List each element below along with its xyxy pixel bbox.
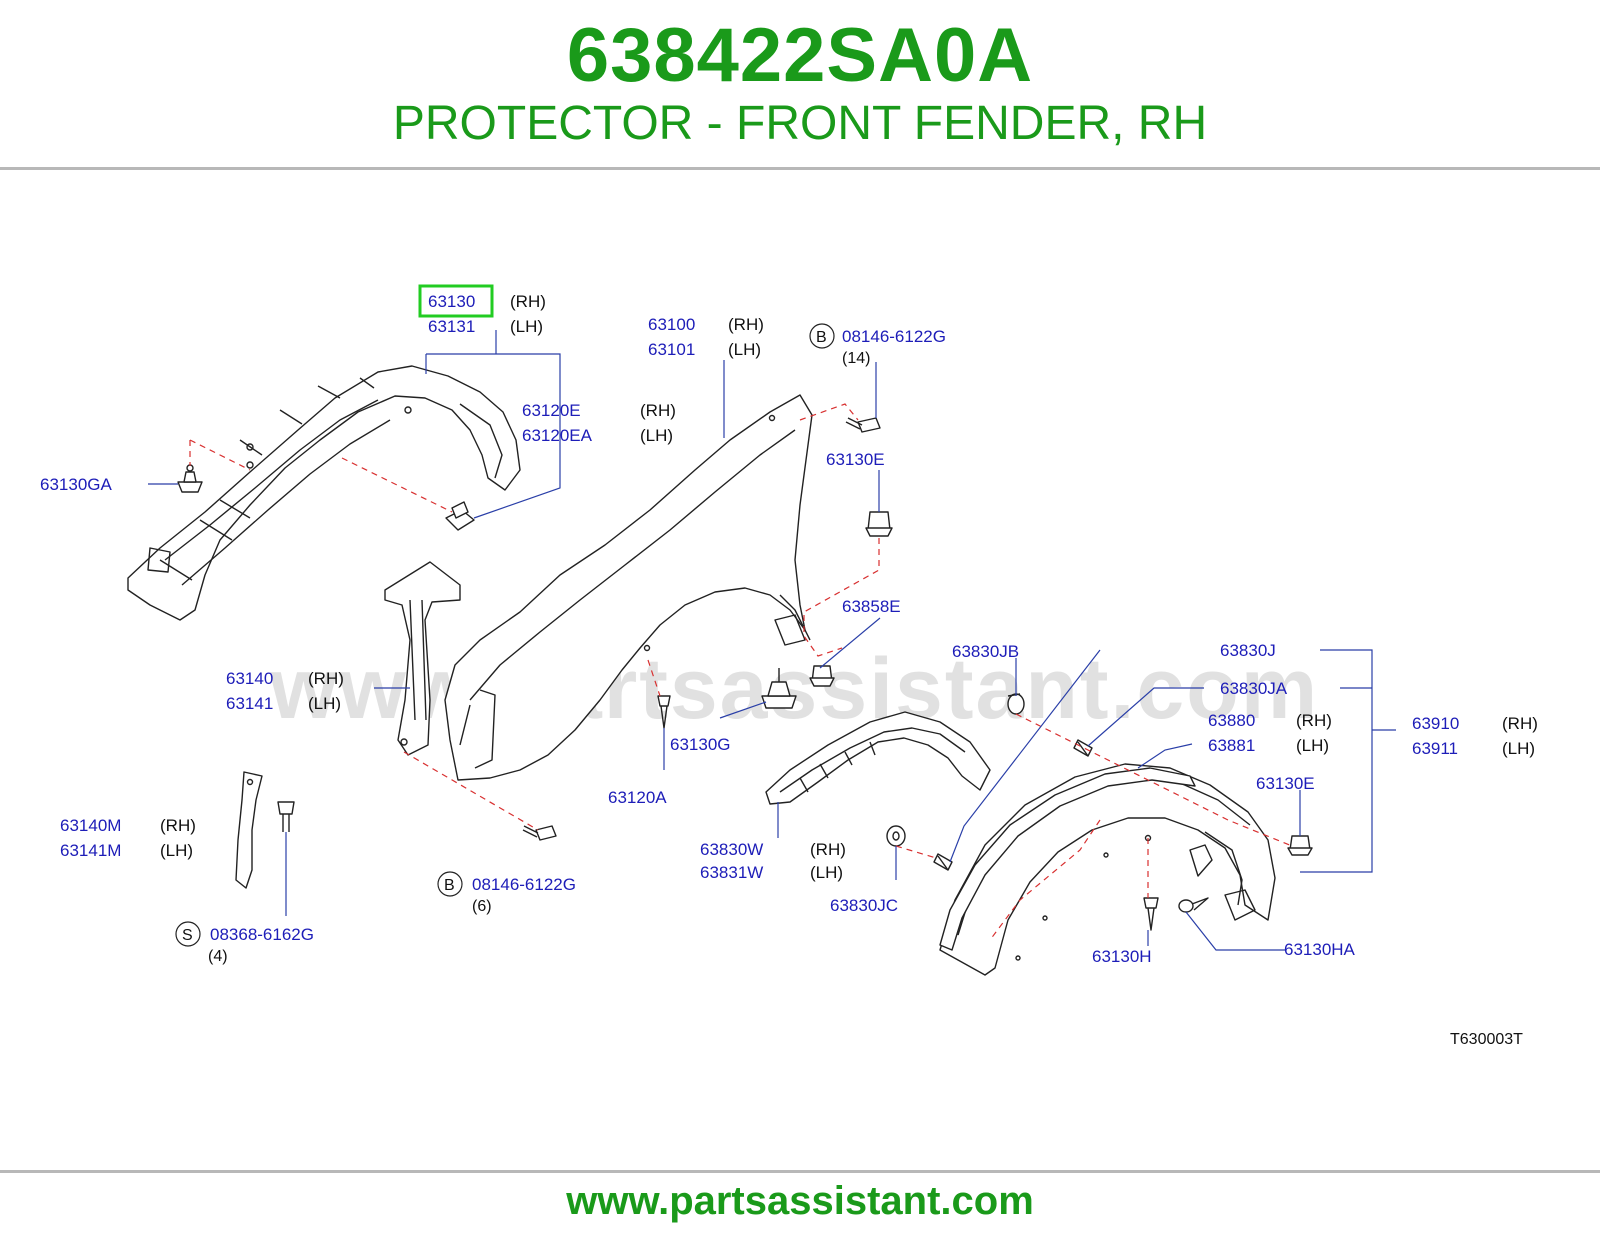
side-63130: (RH) (510, 292, 546, 311)
label-63130e-bottom[interactable]: 63130E (1256, 774, 1315, 793)
callout-mark-b-bottom: B (444, 877, 455, 894)
fender-bracket-part[interactable] (384, 561, 461, 756)
moulding-63830w-part[interactable] (765, 711, 991, 805)
side-63880: (RH) (1296, 711, 1332, 730)
side-63830w: (RH) (810, 840, 846, 859)
side-63100: (RH) (728, 315, 764, 334)
qty-08368: (4) (208, 948, 228, 965)
label-63130ha[interactable]: 63130HA (1284, 940, 1356, 959)
label-63910[interactable]: 63910 (1412, 714, 1459, 733)
label-63120e[interactable]: 63120E (522, 401, 581, 420)
label-63880[interactable]: 63880 (1208, 711, 1255, 730)
screw-63130h-part[interactable] (1143, 897, 1159, 931)
clip-63130g-part[interactable] (761, 668, 797, 709)
diagram-code: T630003T (1450, 1031, 1523, 1048)
footer-site-url[interactable]: www.partsassistant.com (566, 1179, 1034, 1223)
callout-mark-b-top: B (816, 329, 827, 346)
part-number-title: 638422SA0A (566, 13, 1034, 98)
moulding-63880-part[interactable] (939, 767, 1196, 951)
side-63140m: (RH) (160, 816, 196, 835)
label-63101[interactable]: 63101 (648, 340, 695, 359)
screw-63830jc-part[interactable] (933, 853, 953, 871)
side-63141: (LH) (308, 694, 341, 713)
label-63830jc[interactable]: 63830JC (830, 896, 898, 915)
rivet-63830jb-part[interactable] (1007, 693, 1025, 715)
label-63830ja[interactable]: 63830JA (1220, 679, 1288, 698)
label-63130ga[interactable]: 63130GA (40, 475, 112, 494)
callout-circle-b-bottom (437, 871, 463, 897)
screw-63830ja-part[interactable] (1073, 739, 1093, 757)
label-08146-bottom[interactable]: 08146-6122G (472, 875, 576, 894)
part-description: PROTECTOR - FRONT FENDER, RH (392, 97, 1208, 150)
label-63131[interactable]: 63131 (428, 317, 475, 336)
watermark-text: www.partsassistant.com (269, 641, 1319, 737)
bolt-08368-part[interactable] (277, 801, 295, 832)
label-63100[interactable]: 63100 (648, 315, 695, 334)
side-63140: (RH) (308, 669, 344, 688)
label-63120ea[interactable]: 63120EA (522, 426, 593, 445)
label-63830jb[interactable]: 63830JB (952, 642, 1019, 661)
side-63881: (LH) (1296, 736, 1329, 755)
side-63120ea: (LH) (640, 426, 673, 445)
fender-protector-part[interactable] (127, 365, 521, 621)
clip-63130e-top-part[interactable] (865, 511, 893, 537)
label-63911[interactable]: 63911 (1412, 739, 1458, 758)
label-63130[interactable]: 63130 (428, 292, 475, 311)
header-divider (0, 167, 1600, 170)
side-63910: (RH) (1502, 714, 1538, 733)
label-63140[interactable]: 63140 (226, 669, 273, 688)
page-header: 638422SA0A PROTECTOR - FRONT FENDER, RH (0, 0, 1600, 170)
label-08146-top[interactable]: 08146-6122G (842, 327, 946, 346)
highlight-box-63130 (418, 284, 494, 318)
label-63141m[interactable]: 63141M (60, 841, 121, 860)
leader-lines (148, 330, 1396, 951)
label-63130g[interactable]: 63130G (670, 735, 731, 754)
qty-08146-top: (14) (842, 350, 870, 367)
side-63911: (LH) (1502, 739, 1535, 758)
label-63830w[interactable]: 63830W (700, 840, 763, 859)
bolt-08146-bottom-part[interactable] (522, 825, 557, 841)
qty-08146-bottom: (6) (472, 898, 492, 915)
clip-63130ga-part[interactable] (177, 464, 203, 493)
label-63130h[interactable]: 63130H (1092, 947, 1152, 966)
label-63830j[interactable]: 63830J (1220, 641, 1276, 660)
bolt-08146-top-part[interactable] (845, 417, 881, 433)
label-63141[interactable]: 63141 (226, 694, 273, 713)
side-63120e: (RH) (640, 401, 676, 420)
front-fender-part[interactable] (444, 394, 813, 781)
washer-63830jc-part[interactable] (886, 825, 906, 847)
callout-mark-s: S (182, 927, 193, 944)
label-08368[interactable]: 08368-6162G (210, 925, 314, 944)
side-63101: (LH) (728, 340, 761, 359)
label-63130e-top[interactable]: 63130E (826, 450, 885, 469)
clip-nut-63120e-part[interactable] (445, 501, 475, 531)
parts-diagram: www.partsassistant.com (40, 284, 1538, 1048)
callout-circle-b-top (809, 323, 835, 349)
label-63140m[interactable]: 63140M (60, 816, 121, 835)
side-63831w: (LH) (810, 863, 843, 882)
stay-63140m-part[interactable] (235, 771, 263, 889)
footer-divider (0, 1170, 1600, 1173)
part-labels: 63130 (RH) 63131 (LH) 63100 (RH) 63101 (… (40, 284, 1538, 1048)
side-63141m: (LH) (160, 841, 193, 860)
label-63831w[interactable]: 63831W (700, 863, 763, 882)
side-63131: (LH) (510, 317, 543, 336)
assembly-dashed-lines (189, 403, 1293, 941)
clip-63130e-bottom-part[interactable] (1287, 835, 1313, 856)
label-63858e[interactable]: 63858E (842, 597, 901, 616)
screw-63130ha-part[interactable] (1178, 897, 1209, 913)
label-63120a[interactable]: 63120A (608, 788, 667, 807)
callout-circle-s (175, 921, 201, 947)
label-63881[interactable]: 63881 (1208, 736, 1255, 755)
grommet-63858e-part[interactable] (809, 665, 835, 687)
